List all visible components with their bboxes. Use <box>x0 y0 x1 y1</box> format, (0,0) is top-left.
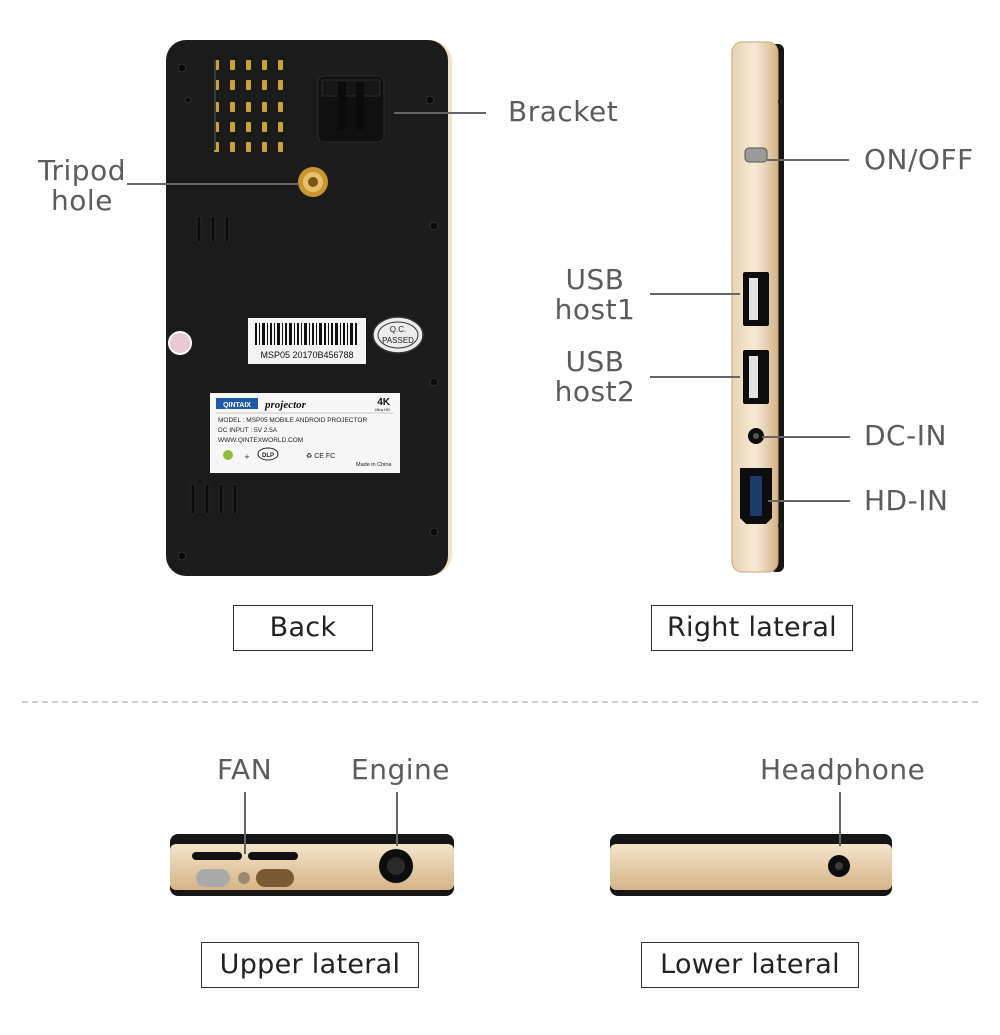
lbMade: Made in China <box>356 462 392 468</box>
lbBadge: 4K <box>377 397 391 408</box>
leader-hd-in <box>768 500 850 502</box>
right-lateral-illustration <box>731 41 784 573</box>
lbBadgeSub: Ultra HD <box>375 407 390 412</box>
leader-usb-host1 <box>650 293 740 295</box>
lbModel: MODEL : MSP05 MOBILE ANDROID PROJECTOR <box>218 417 367 424</box>
svg-text:+: + <box>244 453 250 461</box>
callout-usb-host1: USB host1 <box>554 263 636 326</box>
callout-on-off: ON/OFF <box>864 143 974 176</box>
leader-fan <box>244 792 246 854</box>
lower-lateral-illustration <box>610 834 892 896</box>
callout-engine: Engine <box>351 753 450 786</box>
callout-fan: FAN <box>217 753 273 786</box>
lbDlp: DLP <box>262 453 274 459</box>
leader-engine <box>396 792 398 846</box>
callout-hd-in: HD-IN <box>864 484 949 517</box>
lbBrand: QINTAIX <box>223 402 251 409</box>
caption-back: Back <box>233 605 373 651</box>
callout-bracket: Bracket <box>508 95 619 128</box>
caption-upper-lateral: Upper lateral <box>201 942 419 988</box>
barcode-bars <box>255 323 357 345</box>
product-label: QINTAIX projector 4K Ultra HD MODEL : MS… <box>210 393 400 473</box>
qc-passed-sticker: Q.C. PASSED <box>372 316 424 354</box>
lbWeb: WWW.QINTEXWORLD.COM <box>218 437 303 444</box>
on-off-switch-shape <box>744 147 768 163</box>
lbDc: DC INPUT : 5V 2.5A <box>218 427 278 434</box>
callout-headphone: Headphone <box>760 753 926 786</box>
leader-usb-host2 <box>650 376 740 378</box>
callout-usb-host2: USB host2 <box>554 345 636 408</box>
callout-dc-in: DC-IN <box>864 419 947 452</box>
fan-vents <box>192 852 298 887</box>
caption-lower-lateral: Lower lateral <box>641 942 859 988</box>
bracket-shape <box>317 75 385 143</box>
lbProduct: projector <box>264 399 307 411</box>
tripod-hole <box>298 167 328 197</box>
qc2: PASSED <box>382 336 414 345</box>
caption-right-lateral: Right lateral <box>651 605 853 651</box>
upper-lateral-illustration <box>170 834 454 896</box>
lbCerts: ♻ CE FC <box>306 453 335 460</box>
leader-headphone <box>839 792 841 846</box>
leader-bracket <box>394 112 486 114</box>
leader-on-off <box>767 159 849 161</box>
callout-tripod-hole: Tripod hole <box>38 154 126 217</box>
back-view-illustration: MSP05 20170B456788 Q.C. PASSED QINTAIX p… <box>166 40 452 576</box>
qc1: Q.C. <box>390 325 406 334</box>
leader-dc-in <box>762 436 850 438</box>
leader-tripod-hole <box>127 183 299 185</box>
section-divider <box>22 701 978 703</box>
serialText: MSP05 20170B456788 <box>260 350 353 360</box>
